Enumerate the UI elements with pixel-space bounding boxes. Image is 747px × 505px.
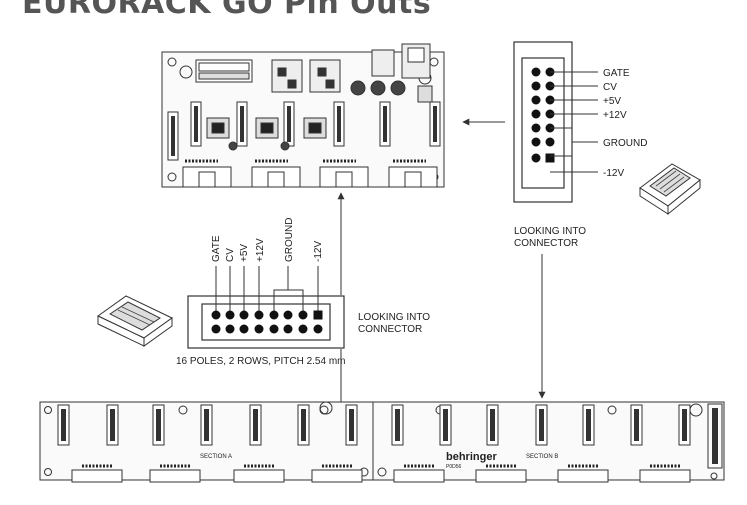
center-caption-line2: CONNECTOR <box>358 324 422 335</box>
right-pin-cv: CV <box>603 82 617 93</box>
center-connector: GATE CV +5V +12V GROUND -12V <box>176 218 430 367</box>
connector-spec: 16 POLES, 2 ROWS, PITCH 2.54 mm <box>176 356 346 367</box>
center-pin-neg12v: -12V <box>313 241 324 262</box>
right-pin-12v: +12V <box>603 110 627 121</box>
center-pin-5v: +5V <box>239 244 250 262</box>
section-a-label: SECTION A <box>200 454 232 460</box>
model-label: P0D56 <box>446 464 462 470</box>
ribbon-header-icon-left <box>97 295 173 347</box>
center-pin-cv: CV <box>225 248 236 262</box>
center-pin-gate: GATE <box>211 235 222 262</box>
bottom-board <box>39 401 725 483</box>
top-pcb <box>161 43 445 188</box>
right-pin-neg12v: -12V <box>603 168 624 179</box>
right-caption-line2: CONNECTOR <box>514 238 578 249</box>
brand-logo: behringer <box>446 451 497 463</box>
page-title: EURORACK GO Pin Outs <box>22 0 432 21</box>
section-b-label: SECTION B <box>526 454 558 460</box>
right-connector: GATE CV +5V +12V GROUND -12V LOOKING INT… <box>513 41 647 249</box>
right-pin-ground: GROUND <box>603 138 647 149</box>
center-caption-line1: LOOKING INTO <box>358 312 430 323</box>
ribbon-header-icon-right <box>639 163 701 216</box>
right-pin-gate: GATE <box>603 68 630 79</box>
right-caption-line1: LOOKING INTO <box>514 226 586 237</box>
center-pin-12v: +12V <box>255 238 266 262</box>
right-pin-5v: +5V <box>603 96 621 107</box>
center-pin-ground: GROUND <box>284 218 295 262</box>
